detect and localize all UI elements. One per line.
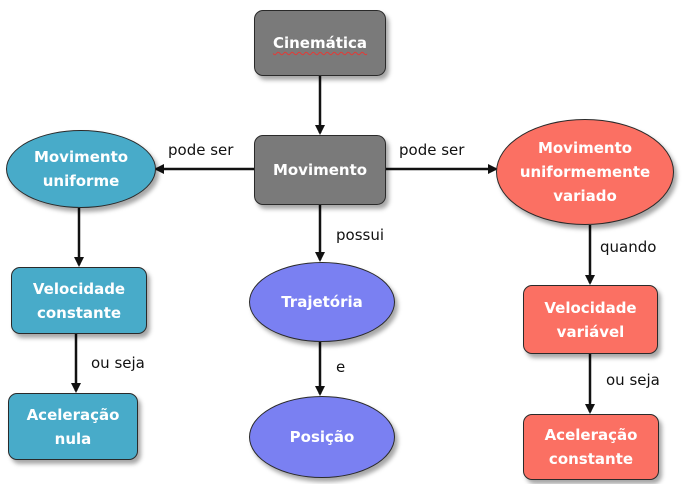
node-cinematica: Cinemática: [254, 10, 386, 76]
node-aceleracao-constante-label: Aceleração constante: [544, 426, 638, 468]
node-velocidade-constante-label: Velocidade constante: [32, 279, 126, 322]
node-aceleracao-nula: Aceleração nula: [8, 393, 138, 460]
node-trajetoria: Trajetória: [249, 262, 395, 342]
node-movimento-uv: Movimento uniformemente variado: [496, 119, 674, 225]
node-aceleracao-nula-label: Aceleração nula: [26, 405, 120, 448]
node-cinematica-label: Cinemática: [272, 34, 368, 52]
node-posicao-label: Posição: [289, 428, 355, 446]
node-movimento-uv-label: Movimento uniformemente variado: [519, 139, 651, 205]
node-movimento-uniforme: Movimento uniforme: [6, 130, 156, 208]
edge-label-possui: possui: [336, 226, 385, 244]
edge-label-pode-ser-left: pode ser: [168, 141, 234, 159]
node-movimento-uniforme-label: Movimento uniforme: [33, 148, 129, 190]
node-aceleracao-constante: Aceleração constante: [523, 414, 659, 480]
edge-label-pode-ser-right: pode ser: [399, 141, 465, 159]
edge-label-quando: quando: [600, 238, 657, 256]
node-trajetoria-label: Trajetória: [281, 293, 363, 311]
node-movimento: Movimento: [254, 135, 386, 205]
node-posicao: Posição: [249, 396, 395, 478]
node-movimento-label: Movimento: [272, 161, 368, 179]
node-velocidade-constante: Velocidade constante: [11, 267, 147, 334]
node-velocidade-variavel: Velocidade variável: [523, 285, 658, 354]
edge-label-e: e: [336, 358, 346, 376]
node-velocidade-variavel-label: Velocidade variável: [544, 298, 637, 341]
edge-label-ou-seja-left: ou seja: [91, 354, 145, 372]
edge-label-ou-seja-right: ou seja: [606, 371, 660, 389]
